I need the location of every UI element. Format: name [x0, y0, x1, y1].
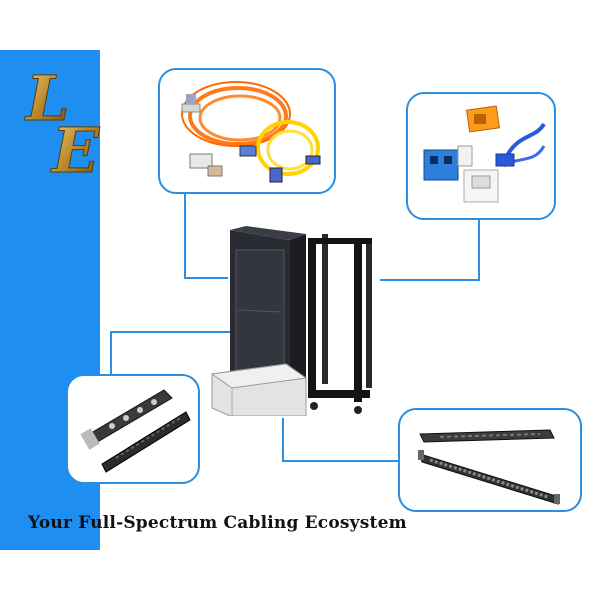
pdu-cable-manager-panel	[66, 374, 200, 484]
patch-panel-icon	[418, 429, 560, 505]
svg-text:E: E	[50, 114, 100, 182]
patch-panels-panel	[398, 408, 582, 512]
connector-line	[478, 216, 480, 280]
brand-logo: L E	[22, 62, 132, 182]
connector-line	[282, 418, 284, 462]
svg-text:L: L	[24, 62, 70, 135]
fiber-patch-cords-panel	[158, 68, 336, 194]
connector-line	[184, 277, 228, 279]
network-connectors-panel	[406, 92, 556, 220]
connector-line	[110, 331, 112, 375]
connector-line	[380, 279, 480, 281]
server-rack-icon	[210, 226, 372, 416]
connector-line	[282, 460, 398, 462]
power-strip-icon	[80, 389, 191, 473]
connector-line	[184, 190, 186, 278]
tagline-caption: Your Full-Spectrum Cabling Ecosystem	[28, 513, 407, 533]
keystone-jack-icon	[423, 105, 546, 203]
connector-line	[110, 331, 230, 333]
racks-and-cabinets-group	[206, 226, 382, 416]
fiber-cable-icon	[181, 81, 321, 183]
